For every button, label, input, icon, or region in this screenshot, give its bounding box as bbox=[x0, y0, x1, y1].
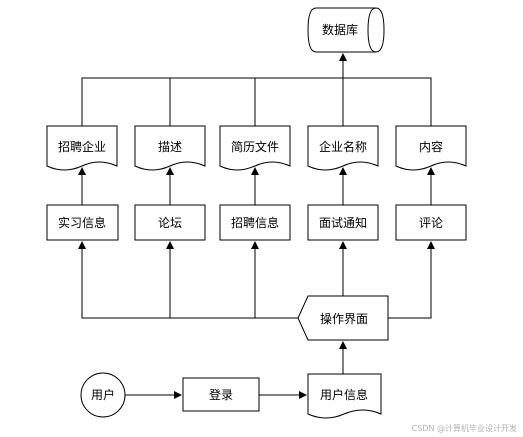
process-label: 招聘信息 bbox=[231, 215, 279, 230]
document-content: 内容 bbox=[395, 125, 467, 171]
document-company-name: 企业名称 bbox=[307, 125, 379, 171]
document-label: 描述 bbox=[158, 140, 182, 154]
user-info-node: 用户信息 bbox=[307, 373, 382, 419]
documents-to-database-connectors bbox=[81, 53, 432, 126]
interface-to-process-arrows bbox=[78, 241, 435, 319]
process-comment: 评论 bbox=[395, 204, 467, 241]
watermark-text: CSDN @计算机毕业设计开发 bbox=[412, 423, 517, 433]
process-internship-info: 实习信息 bbox=[46, 204, 119, 241]
document-recruit-company: 招聘企业 bbox=[46, 125, 118, 171]
document-label: 招聘企业 bbox=[58, 139, 106, 154]
document-label: 企业名称 bbox=[319, 139, 367, 154]
process-label: 实习信息 bbox=[58, 215, 106, 230]
process-label: 面试通知 bbox=[319, 215, 367, 230]
user-info-label: 用户信息 bbox=[320, 387, 368, 402]
database-node: 数据库 bbox=[307, 7, 385, 53]
process-to-document-arrows bbox=[78, 167, 435, 205]
document-label: 内容 bbox=[419, 139, 443, 154]
document-label: 简历文件 bbox=[231, 139, 279, 154]
process-forum: 论坛 bbox=[134, 204, 206, 241]
login-label: 登录 bbox=[209, 387, 233, 402]
login-node: 登录 bbox=[182, 377, 260, 412]
document-resume-file: 简历文件 bbox=[219, 125, 291, 171]
database-label: 数据库 bbox=[322, 22, 358, 37]
process-interview-notice: 面试通知 bbox=[307, 204, 379, 241]
user-label: 用户 bbox=[91, 387, 115, 402]
process-label: 评论 bbox=[419, 216, 443, 230]
document-description: 描述 bbox=[134, 125, 206, 171]
interface-node: 操作界面 bbox=[297, 295, 389, 341]
process-recruit-info: 招聘信息 bbox=[219, 204, 291, 241]
user-node: 用户 bbox=[80, 372, 126, 418]
process-label: 论坛 bbox=[158, 216, 182, 230]
interface-label: 操作界面 bbox=[320, 311, 368, 326]
